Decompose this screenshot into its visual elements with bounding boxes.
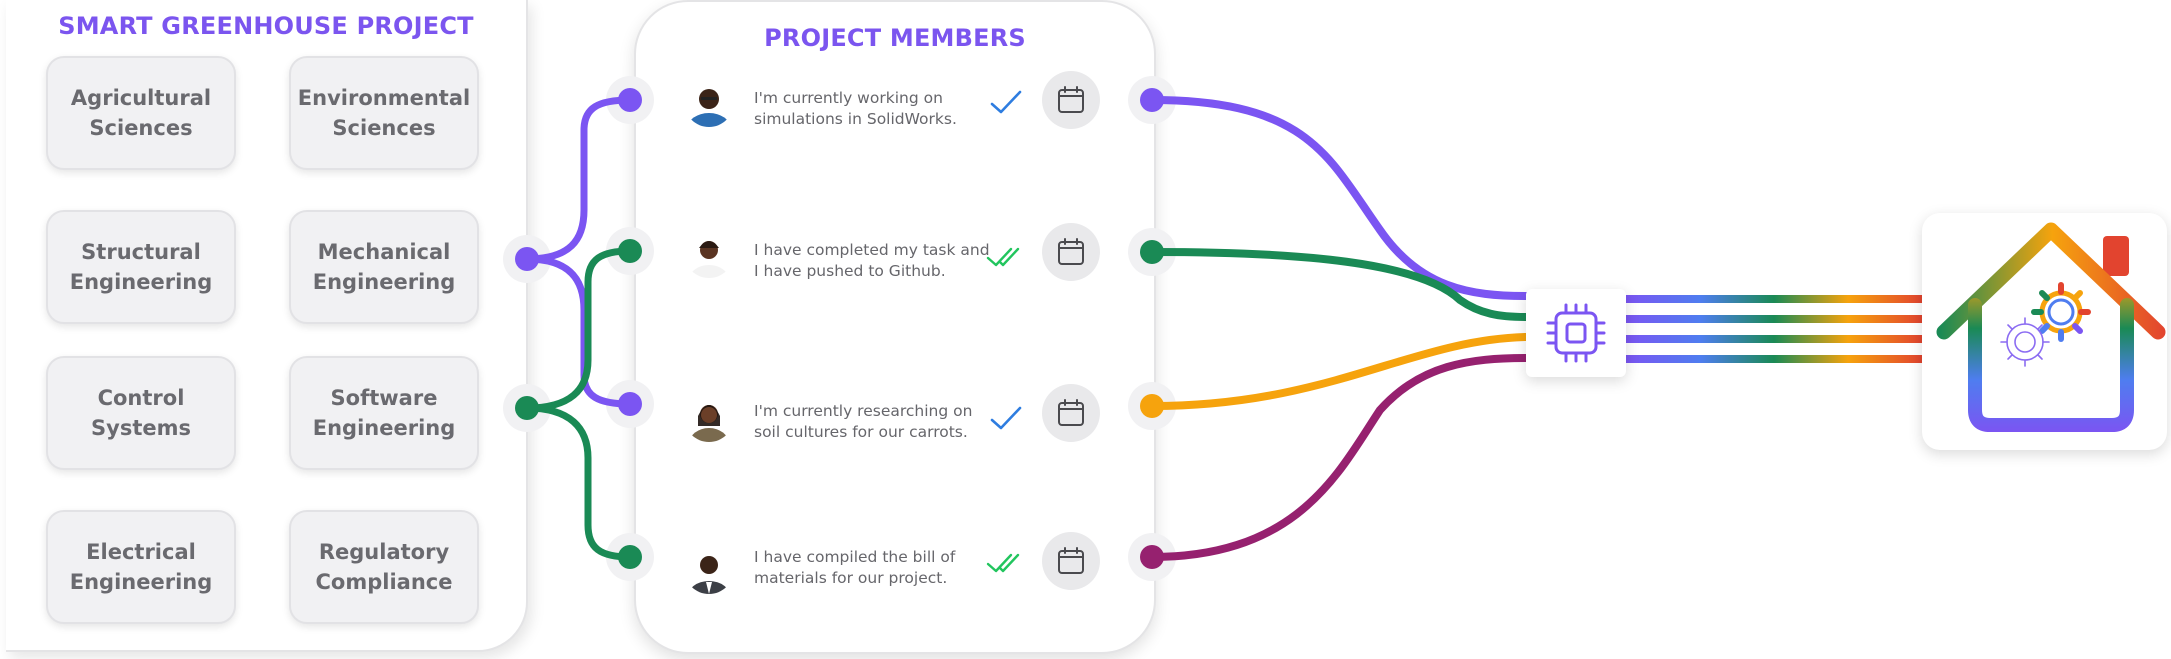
skill-card-mechanical-engineering: Mechanical Engineering bbox=[289, 210, 479, 324]
skill-card-agricultural-sciences: Agricultural Sciences bbox=[46, 56, 236, 170]
single-check-icon bbox=[990, 406, 1022, 430]
member-avatar bbox=[684, 228, 734, 278]
connector-halos bbox=[503, 76, 1176, 581]
member-avatar bbox=[684, 544, 734, 594]
controller-chip bbox=[1526, 289, 1626, 377]
skill-card-environmental-sciences: Environmental Sciences bbox=[289, 56, 479, 170]
chip-icon bbox=[1546, 303, 1606, 363]
skill-card-structural-engineering: Structural Engineering bbox=[46, 210, 236, 324]
skill-card-control-systems: Control Systems bbox=[46, 356, 236, 470]
calendar-button[interactable] bbox=[1042, 71, 1100, 129]
calendar-button[interactable] bbox=[1042, 384, 1100, 442]
double-check-icon bbox=[986, 553, 1020, 573]
member-avatar bbox=[684, 77, 734, 127]
skill-card-software-engineering: Software Engineering bbox=[289, 356, 479, 470]
calendar-button[interactable] bbox=[1042, 223, 1100, 281]
members-title: PROJECT MEMBERS bbox=[764, 24, 1026, 52]
chip-feed-wires bbox=[1148, 96, 1530, 561]
single-check-icon bbox=[990, 90, 1022, 114]
skill-card-regulatory-compliance: Regulatory Compliance bbox=[289, 510, 479, 624]
skill-card-electrical-engineering: Electrical Engineering bbox=[46, 510, 236, 624]
calendar-icon bbox=[1058, 399, 1084, 426]
green-branch-wires bbox=[523, 247, 634, 561]
calendar-icon bbox=[1058, 238, 1084, 265]
connector-dots bbox=[515, 88, 1164, 569]
double-check-icon bbox=[986, 247, 1020, 267]
purple-branch-wires bbox=[523, 96, 634, 408]
project-title: SMART GREENHOUSE PROJECT bbox=[58, 12, 474, 40]
member-message: I'm currently working on simulations in … bbox=[754, 89, 957, 128]
smart-house-card bbox=[1922, 213, 2167, 450]
member-message: I'm currently researching on soil cultur… bbox=[754, 402, 973, 441]
member-message: I have compiled the bill of materials fo… bbox=[754, 548, 956, 587]
member-message: I have completed my task and I have push… bbox=[754, 241, 990, 280]
member-avatar bbox=[684, 392, 734, 442]
smart-house-icon bbox=[1936, 222, 2166, 432]
calendar-button[interactable] bbox=[1042, 532, 1100, 590]
data-bus-wires bbox=[1626, 295, 1922, 363]
calendar-icon bbox=[1058, 86, 1084, 113]
calendar-icon bbox=[1058, 547, 1084, 574]
